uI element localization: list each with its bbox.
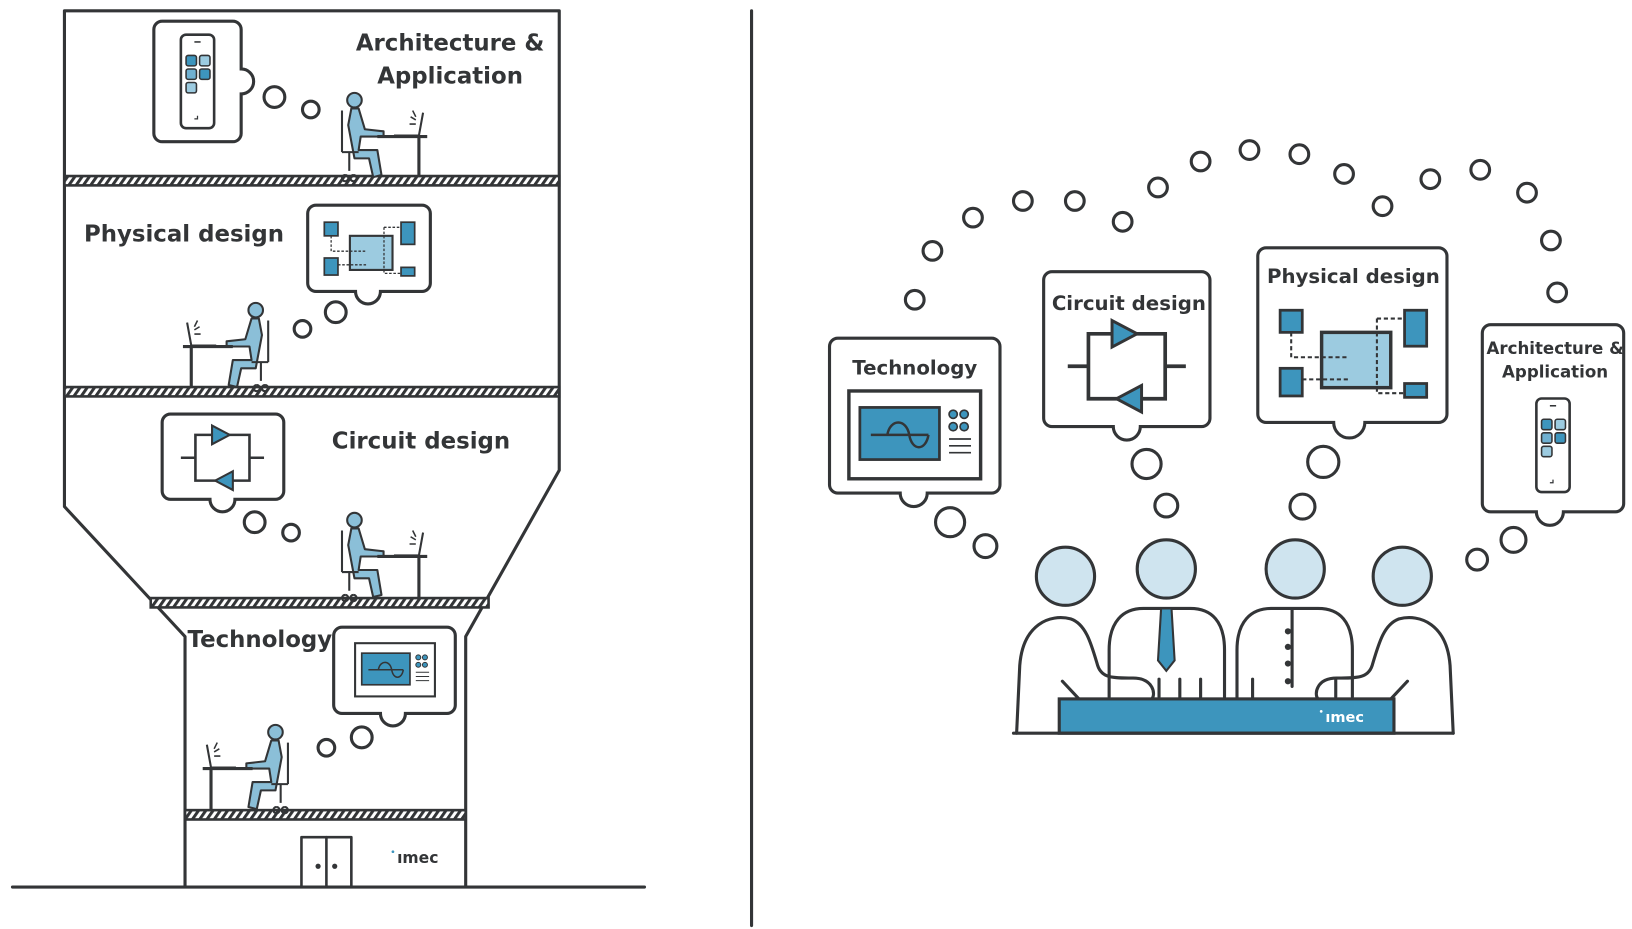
entrance: ımec (300, 835, 438, 889)
thought-dot (1469, 158, 1492, 181)
thought-dot (903, 288, 926, 311)
thought-dot (1130, 447, 1163, 481)
bubble-circuit-design: Circuit design (1042, 270, 1212, 519)
bubble-label: Technology (852, 357, 977, 380)
thought-dot (1333, 163, 1355, 185)
thought-dot (349, 725, 374, 750)
floor-architecture: Architecture & Application (152, 19, 544, 183)
thought-dot (1516, 181, 1538, 204)
bubble-label: Physical design (1267, 265, 1440, 288)
door-handle (315, 863, 321, 869)
bubble-label: Application (1502, 363, 1608, 382)
thought-dot (1189, 150, 1212, 173)
necktie (1156, 607, 1176, 673)
thought-dot (1111, 210, 1134, 233)
smartphone-apps-icon (179, 33, 216, 130)
floor-label: Application (377, 64, 523, 90)
thought-dot (933, 506, 967, 539)
thought-dot (1546, 281, 1569, 304)
person-head (1034, 545, 1097, 607)
thought-dot (1306, 444, 1341, 480)
shirt-button (1284, 678, 1292, 685)
person-at-desk-icon (340, 511, 429, 603)
person-at-desk-icon (201, 723, 290, 815)
thought-dot (262, 85, 287, 109)
team-diagram: Technology Circuit design Physical desig… (827, 139, 1626, 735)
shirt-button (1284, 660, 1292, 667)
imec-logo: ımec (397, 849, 438, 867)
imec-logo: ımec (1325, 709, 1364, 726)
thought-dot (1465, 547, 1490, 572)
person-head (1371, 545, 1433, 607)
floor-physical-design: Physical design (84, 203, 432, 393)
bubble-label: Architecture & (1487, 339, 1624, 358)
thought-dot-arc (903, 139, 1569, 311)
thought-dot (1147, 176, 1169, 199)
bubble-architecture: Architecture & Application (1465, 323, 1626, 572)
floor-slab (63, 174, 561, 187)
floor-slab (149, 596, 490, 609)
thought-dot (1419, 168, 1442, 191)
meeting-table: ımec (1011, 697, 1455, 735)
smartphone-apps-icon (1535, 397, 1571, 494)
thought-dot (962, 206, 984, 229)
person-head (1264, 538, 1326, 600)
building-diagram: Architecture & Application Physical desi… (10, 9, 647, 889)
oscilloscope-icon (354, 642, 436, 698)
thought-dot (1153, 492, 1180, 519)
table-top (1057, 697, 1396, 735)
shirt-button (1284, 643, 1292, 651)
thought-dot (1288, 492, 1317, 521)
thought-dot (921, 239, 944, 262)
floor-technology: Technology (188, 625, 457, 815)
thought-dot (281, 522, 301, 543)
floor-label: Physical design (84, 222, 284, 248)
shirt-button (1284, 628, 1292, 635)
thought-dot (972, 533, 999, 560)
thought-dot (1011, 190, 1034, 212)
thought-bubble (1042, 270, 1212, 442)
thought-dot (316, 737, 337, 758)
person-body (1314, 616, 1455, 735)
thought-dot (292, 318, 313, 339)
thought-bubble (160, 412, 286, 514)
floor-label: Circuit design (332, 428, 510, 454)
door-handle (332, 863, 338, 869)
thought-dot (1238, 139, 1261, 161)
thought-dot (1371, 195, 1394, 218)
thought-dot (1540, 229, 1562, 252)
floor-label: Technology (188, 627, 333, 653)
person-head (1135, 538, 1197, 600)
person-body (1235, 606, 1354, 701)
bubble-technology: Technology (827, 336, 1002, 560)
person-at-desk-icon (340, 91, 429, 183)
thought-dot (1499, 525, 1528, 554)
thought-dot (300, 99, 321, 120)
bubble-physical-design: Physical design (1256, 246, 1449, 521)
thought-dot (1288, 143, 1311, 166)
oscilloscope-icon (847, 389, 983, 481)
thought-dot (1063, 190, 1086, 212)
thought-dot (242, 510, 267, 535)
bubble-label: Circuit design (1052, 292, 1206, 315)
person-body (1015, 616, 1156, 735)
floor-slab (183, 808, 467, 821)
floor-label: Architecture & (356, 30, 544, 56)
team-people (1015, 538, 1455, 735)
floor-slab (63, 385, 561, 398)
thought-dot (323, 300, 348, 325)
floor-circuit-design: Circuit design (160, 412, 510, 603)
person-at-desk-icon (181, 301, 270, 393)
building-outline (62, 9, 561, 888)
